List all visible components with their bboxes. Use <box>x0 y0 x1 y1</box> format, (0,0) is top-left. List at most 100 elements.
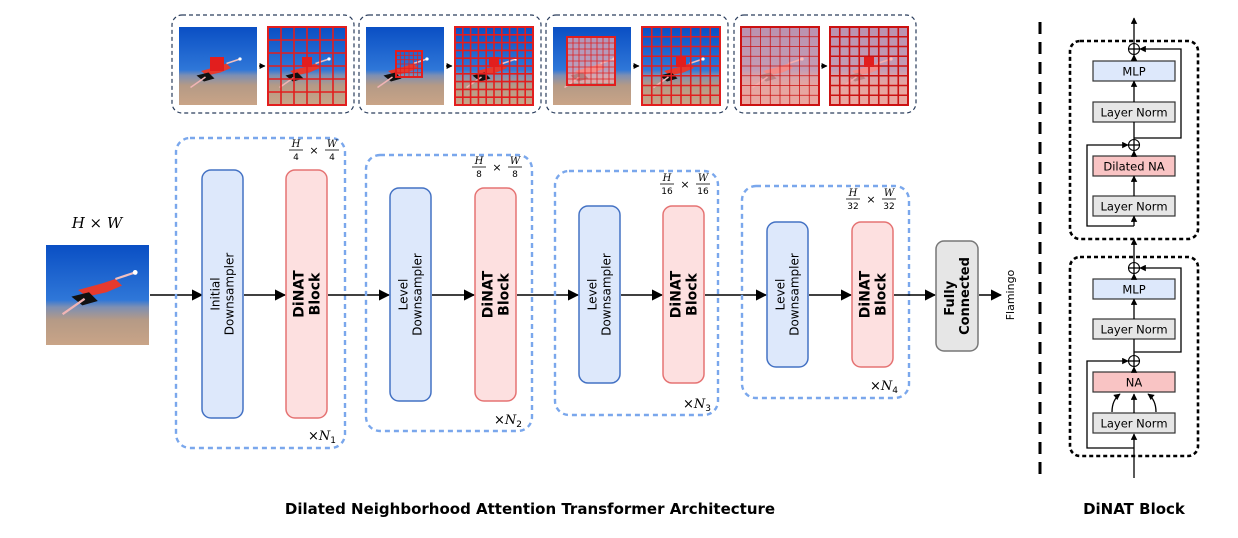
fully-connected-label: Fully Connected <box>943 257 973 335</box>
attention-group-1 <box>171 14 355 114</box>
res-w-num: W <box>510 156 521 167</box>
repeat-sub: 1 <box>330 436 336 446</box>
stage-frame <box>740 184 911 400</box>
class-label: Flamingo <box>1004 269 1017 320</box>
downsampler-line1: Initial <box>209 277 223 310</box>
dinat-block-label: DiNATBlock <box>858 270 890 318</box>
dilated-na-label: Dilated NA <box>1103 160 1164 174</box>
dinat-block-line2: Block <box>308 272 324 315</box>
lower-layernorm-2-label: Layer Norm <box>1100 323 1167 337</box>
upper-layernorm-2-label: Layer Norm <box>1100 106 1167 120</box>
repeat-var: N <box>318 429 331 444</box>
res-h-num: H <box>662 173 672 184</box>
repeat-var: N <box>693 397 706 412</box>
res-w-den: 32 <box>883 202 894 212</box>
dinat-block-line1: DiNAT <box>292 270 308 318</box>
dinat-block-box <box>285 169 328 419</box>
attention-illustration-strip <box>171 14 917 114</box>
dinat-block-box <box>662 205 705 384</box>
res-w-den: 8 <box>512 170 518 180</box>
downsampler-line1: Level <box>586 279 600 311</box>
res-w-num: W <box>698 173 709 184</box>
query-image <box>740 26 820 106</box>
repeat-times: × <box>494 413 505 428</box>
dinat-block-line2: Block <box>497 272 513 315</box>
dinat-block-label: DiNATBlock <box>481 270 513 318</box>
downsampler-box <box>766 221 809 368</box>
downsampler-line2: Downsampler <box>788 253 802 336</box>
dinat-block-label: DiNATBlock <box>669 270 701 318</box>
dinat-block-line1: DiNAT <box>669 270 685 318</box>
downsampler-label: InitialDownsampler <box>209 253 237 336</box>
query-image <box>179 27 257 105</box>
neighborhood-image <box>641 26 721 106</box>
dinat-block-box <box>474 187 517 402</box>
repeat-times: × <box>308 429 319 444</box>
query-image <box>366 27 444 105</box>
resolution-label: H8×W8 <box>472 156 522 180</box>
repeat-label: ×N2 <box>494 413 522 430</box>
repeat-times: × <box>870 379 881 394</box>
neighborhood-image <box>454 26 534 106</box>
repeat-sub: 2 <box>516 420 522 430</box>
input-dims-label: H × W <box>71 214 124 232</box>
neighborhood-image <box>829 26 909 106</box>
repeat-times: × <box>683 397 694 412</box>
downsampler-line1: Level <box>774 279 788 311</box>
repeat-label: ×N3 <box>683 397 711 414</box>
query-image <box>553 27 631 105</box>
res-h-den: 4 <box>293 153 299 163</box>
lower-mlp-label: MLP <box>1122 283 1145 297</box>
downsampler-box <box>389 187 432 402</box>
dinat-block-line1: DiNAT <box>858 270 874 318</box>
dinat-block-label: DiNATBlock <box>292 270 324 318</box>
dinat-block-line2: Block <box>685 272 701 315</box>
attention-group-frame <box>358 14 542 114</box>
downsampler-box <box>578 205 621 384</box>
attention-group-4 <box>733 14 917 114</box>
res-h-den: 8 <box>476 170 482 180</box>
repeat-label: ×N1 <box>308 429 336 446</box>
upper-mlp-label: MLP <box>1122 65 1145 79</box>
downsampler-label: LevelDownsampler <box>397 253 425 336</box>
res-w-den: 16 <box>697 187 709 197</box>
res-h-den: 16 <box>661 187 673 197</box>
res-h-den: 32 <box>847 202 858 212</box>
res-times: × <box>866 193 875 206</box>
main-caption: Dilated Neighborhood Attention Transform… <box>285 500 775 518</box>
res-times: × <box>309 144 318 157</box>
repeat-label: ×N4 <box>870 379 898 396</box>
res-w-num: W <box>884 188 895 199</box>
repeat-var: N <box>880 379 893 394</box>
attention-group-frame <box>733 14 917 114</box>
dinat-block-box <box>851 221 894 368</box>
fully-connected-line2: Connected <box>958 257 973 335</box>
repeat-sub: 4 <box>892 386 898 396</box>
resolution-label: H4×W4 <box>289 139 339 163</box>
na-label: NA <box>1126 376 1143 390</box>
neighborhood-image <box>267 26 347 106</box>
dinat-block-line2: Block <box>874 272 890 315</box>
res-h-num: H <box>474 156 484 167</box>
res-times: × <box>680 178 689 191</box>
dinat-block-line1: DiNAT <box>481 270 497 318</box>
resolution-label: H32×W32 <box>846 188 896 212</box>
fully-connected-line1: Fully <box>943 280 958 315</box>
res-w-num: W <box>327 139 338 150</box>
downsampler-label: LevelDownsampler <box>774 253 802 336</box>
res-w-den: 4 <box>329 153 335 163</box>
input-image <box>46 245 149 345</box>
downsampler-line2: Downsampler <box>411 253 425 336</box>
repeat-var: N <box>504 413 517 428</box>
attention-group-frame <box>545 14 729 114</box>
downsampler-line2: Downsampler <box>600 253 614 336</box>
block-caption: DiNAT Block <box>1083 500 1186 518</box>
stage-frame <box>364 153 534 433</box>
downsampler-line1: Level <box>397 279 411 311</box>
upper-layernorm-1-label: Layer Norm <box>1100 200 1167 214</box>
stage-3: LevelDownsampler DiNATBlock H 16 × W 16 ×N3 <box>553 169 768 417</box>
